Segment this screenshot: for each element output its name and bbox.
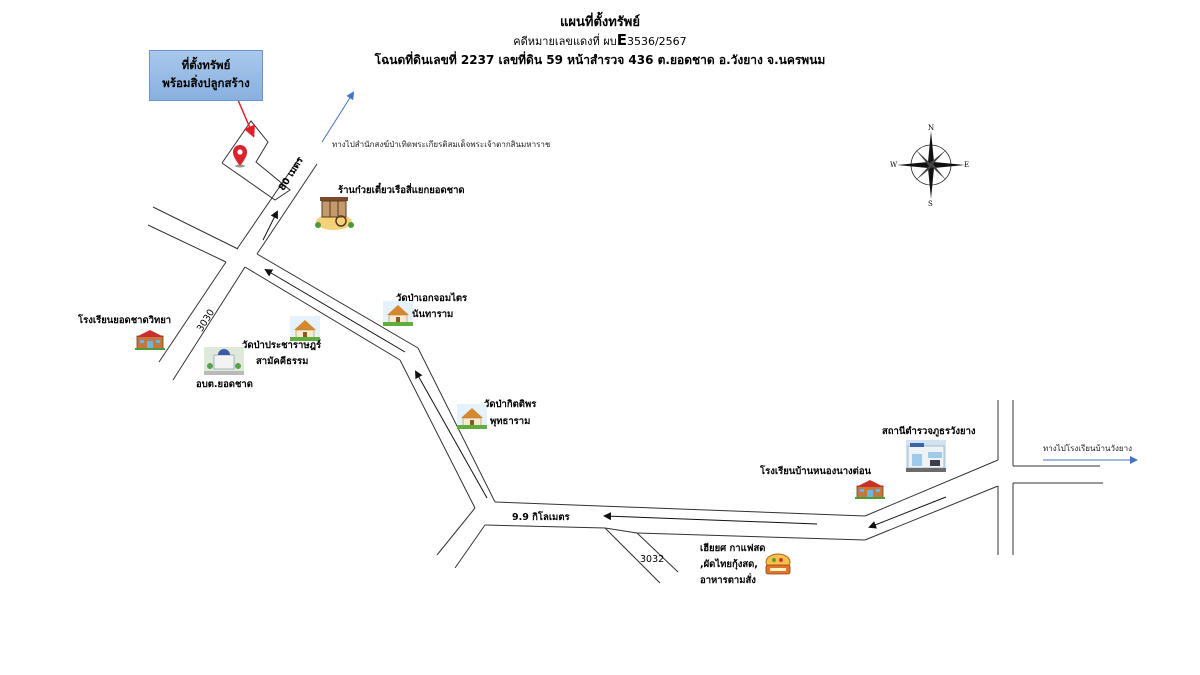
landmark-cafe-label-2: ,ผัดไทยกุ้งสด, <box>700 559 758 570</box>
temple-icon <box>383 301 413 326</box>
compass-e: E <box>964 161 970 169</box>
school-icon <box>135 330 165 350</box>
landmark-wat-ekachom-label-1: วัดป่าเอกจอมไตร <box>396 293 468 304</box>
landmark-cafe-label-3: อาหารตามสั่ง <box>700 575 756 586</box>
landmark-cafe-label-1: เฮียยศ กาแฟสด <box>700 543 766 554</box>
police-station-icon <box>906 440 946 472</box>
landmark-nongnang-school-label: โรงเรียนบ้านหนองนางต่อน <box>760 466 872 477</box>
property-callout: ที่ตั้งทรัพย์ พร้อมสิ่งปลูกสร้าง <box>149 50 263 101</box>
landmark-police-station-label: สถานีตำรวจภูธรวังยาง <box>882 426 976 437</box>
government-office-icon <box>204 347 244 375</box>
temple-icon <box>457 404 487 429</box>
deed-info: โฉนดที่ดินเลขที่ 2237 เลขที่ดิน 59 หน้าส… <box>374 53 826 67</box>
road-label-3032: 3032 <box>640 554 665 565</box>
map-title: แผนที่ตั้งทรัพย์ <box>560 15 640 30</box>
callout-line-1: ที่ตั้งทรัพย์ <box>181 58 231 72</box>
property-plot <box>221 120 291 201</box>
callout-pointer-arrow <box>237 99 255 138</box>
compass-rose-icon <box>897 131 965 199</box>
noodle-cart-icon <box>315 197 354 230</box>
compass-w: W <box>890 161 898 169</box>
route-arrows <box>262 210 947 529</box>
school-icon <box>855 480 885 499</box>
landmark-wat-ekachom-label-2: นันทาราม <box>412 309 454 320</box>
road-label-9-9km: 9.9 กิโลเมตร <box>512 512 570 523</box>
landmark-sao-yodchat-label: อบต.ยอดชาด <box>196 379 253 390</box>
temple-icon <box>290 316 320 341</box>
location-pin-icon <box>233 145 247 168</box>
landmark-wat-pracharat-label-2: สามัคคีธรรม <box>256 356 309 367</box>
landmark-noodle-shop-label: ร้านก๋วยเตี๋ยวเรือสี่แยกยอดชาด <box>338 185 465 196</box>
direction-arrow-monastery <box>321 91 355 143</box>
compass-s: S <box>928 200 933 208</box>
landmark-wat-pracharat-label-1: วัดป่าประชาราษฎร์ <box>242 340 322 351</box>
case-number: คดีหมายเลขแดงที่ ผบE3536/2567 <box>513 31 687 49</box>
landmark-yodchat-school-label: โรงเรียนยอดชาดวิทยา <box>78 315 172 326</box>
landmark-wat-kittiphon-label-1: วัดป่ากิตติพร <box>484 399 537 410</box>
direction-label-monastery: ทางไปสำนักสงฆ์ป่าเทิดพระเกียรติสมเด็จพระ… <box>332 140 551 149</box>
roads <box>147 120 1103 584</box>
map-title-block: แผนที่ตั้งทรัพย์ คดีหมายเลขแดงที่ ผบE353… <box>350 14 850 70</box>
landmark-wat-kittiphon-label-2: พุทธาราม <box>490 416 531 427</box>
direction-label-school: ทางไปโรงเรียนบ้านวังยาง <box>1043 444 1132 453</box>
callout-line-2: พร้อมสิ่งปลูกสร้าง <box>162 76 250 90</box>
compass-n: N <box>928 124 935 132</box>
food-order-icon <box>765 553 791 575</box>
